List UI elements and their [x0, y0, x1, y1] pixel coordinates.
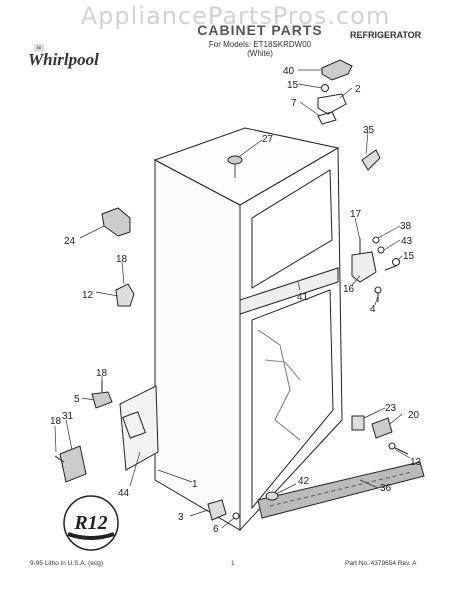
brand-name: Whirlpool: [28, 50, 99, 69]
callout-18: 18: [50, 416, 62, 427]
cabinet-left-side: [154, 159, 241, 531]
callout-13: 13: [410, 457, 422, 468]
footer-part-number: Part No. 4379654 Rev. A: [345, 560, 417, 567]
callout-1: 1: [192, 479, 198, 490]
divider-mullion: [239, 267, 339, 315]
cabinet-front-frame: [239, 147, 343, 532]
callout-43: 43: [401, 236, 413, 247]
callout-5: 5: [74, 394, 80, 405]
toe-grille: [257, 461, 425, 519]
door-stop: [361, 149, 381, 171]
callout-41: 41: [297, 292, 309, 303]
callout-44: 44: [118, 488, 130, 499]
callout-12: 12: [82, 290, 94, 301]
hinge-pin-43: [377, 246, 385, 254]
callout-23: 23: [385, 403, 397, 414]
top-hinge-cover: [321, 59, 353, 81]
top-hinge: [317, 93, 347, 115]
bracket-44: [119, 385, 159, 471]
hinge-shim: [317, 111, 337, 125]
callout-31: 31: [62, 411, 74, 422]
footer-litho: 9-95 Litho in U.S.A. (ecg): [30, 560, 103, 567]
callout-18: 18: [96, 368, 108, 379]
liner-detail-2: [264, 359, 301, 381]
freezer-opening: [251, 169, 333, 289]
liner-detail: [257, 329, 301, 441]
callout-4: 4: [370, 304, 376, 315]
callout-3: 3: [178, 512, 184, 523]
callout-2: 2: [355, 84, 361, 95]
screw-4: [374, 286, 382, 294]
bracket-24: [101, 207, 131, 237]
callout-24: 24: [64, 236, 76, 247]
roller-20: [371, 417, 393, 439]
whirlpool-logo: ≈ Whirlpool: [28, 44, 100, 74]
footer-page-number: 1: [231, 560, 235, 567]
category-label: REFRIGERATOR: [350, 30, 422, 40]
clip-42: [265, 491, 279, 501]
screw-15-center: [392, 258, 400, 266]
leg-cover-31: [59, 445, 87, 483]
callout-6: 6: [213, 524, 219, 535]
callout-7: 7: [291, 98, 297, 109]
title-block: CABINET PARTS For Models: ET18SKRDW00 (W…: [150, 22, 370, 58]
badge-text: R12: [73, 512, 107, 534]
variant-line: (White): [247, 49, 273, 58]
screw-6: [232, 512, 240, 520]
callout-42: 42: [298, 476, 310, 487]
watermark: AppliancePartsPros.com: [80, 2, 391, 30]
logo-swoosh-icon: ≈: [34, 44, 44, 52]
callout-labels: 40 15 2 7 35 27 17 38 43 15 16 4 24 18 1…: [50, 66, 422, 535]
callout-17: 17: [350, 209, 362, 220]
callout-20: 20: [408, 410, 420, 421]
callout-15: 15: [287, 80, 299, 91]
callout-40: 40: [283, 66, 295, 77]
models-line: For Models: ET18SKRDW00: [208, 40, 312, 49]
callout-27: 27: [262, 134, 274, 145]
fresh-food-opening: [251, 289, 334, 510]
callout-15: 15: [403, 251, 415, 262]
callout-38: 38: [400, 221, 412, 232]
roller-bracket-23: [351, 415, 365, 431]
callout-18: 18: [116, 254, 128, 265]
callout-35: 35: [363, 125, 375, 136]
bracket-5: [91, 391, 113, 409]
front-roller-3: [207, 499, 227, 521]
page-title: CABINET PARTS: [197, 22, 323, 38]
hole-plug: [227, 155, 243, 165]
screw-13: [388, 442, 396, 450]
hinge-washer-38: [372, 236, 380, 244]
screw-15-top: [321, 84, 329, 92]
cam-12: [115, 283, 135, 307]
center-hinge: [351, 251, 377, 283]
callout-16: 16: [343, 284, 355, 295]
r12-badge: R12: [63, 495, 119, 551]
callout-36: 36: [380, 483, 392, 494]
